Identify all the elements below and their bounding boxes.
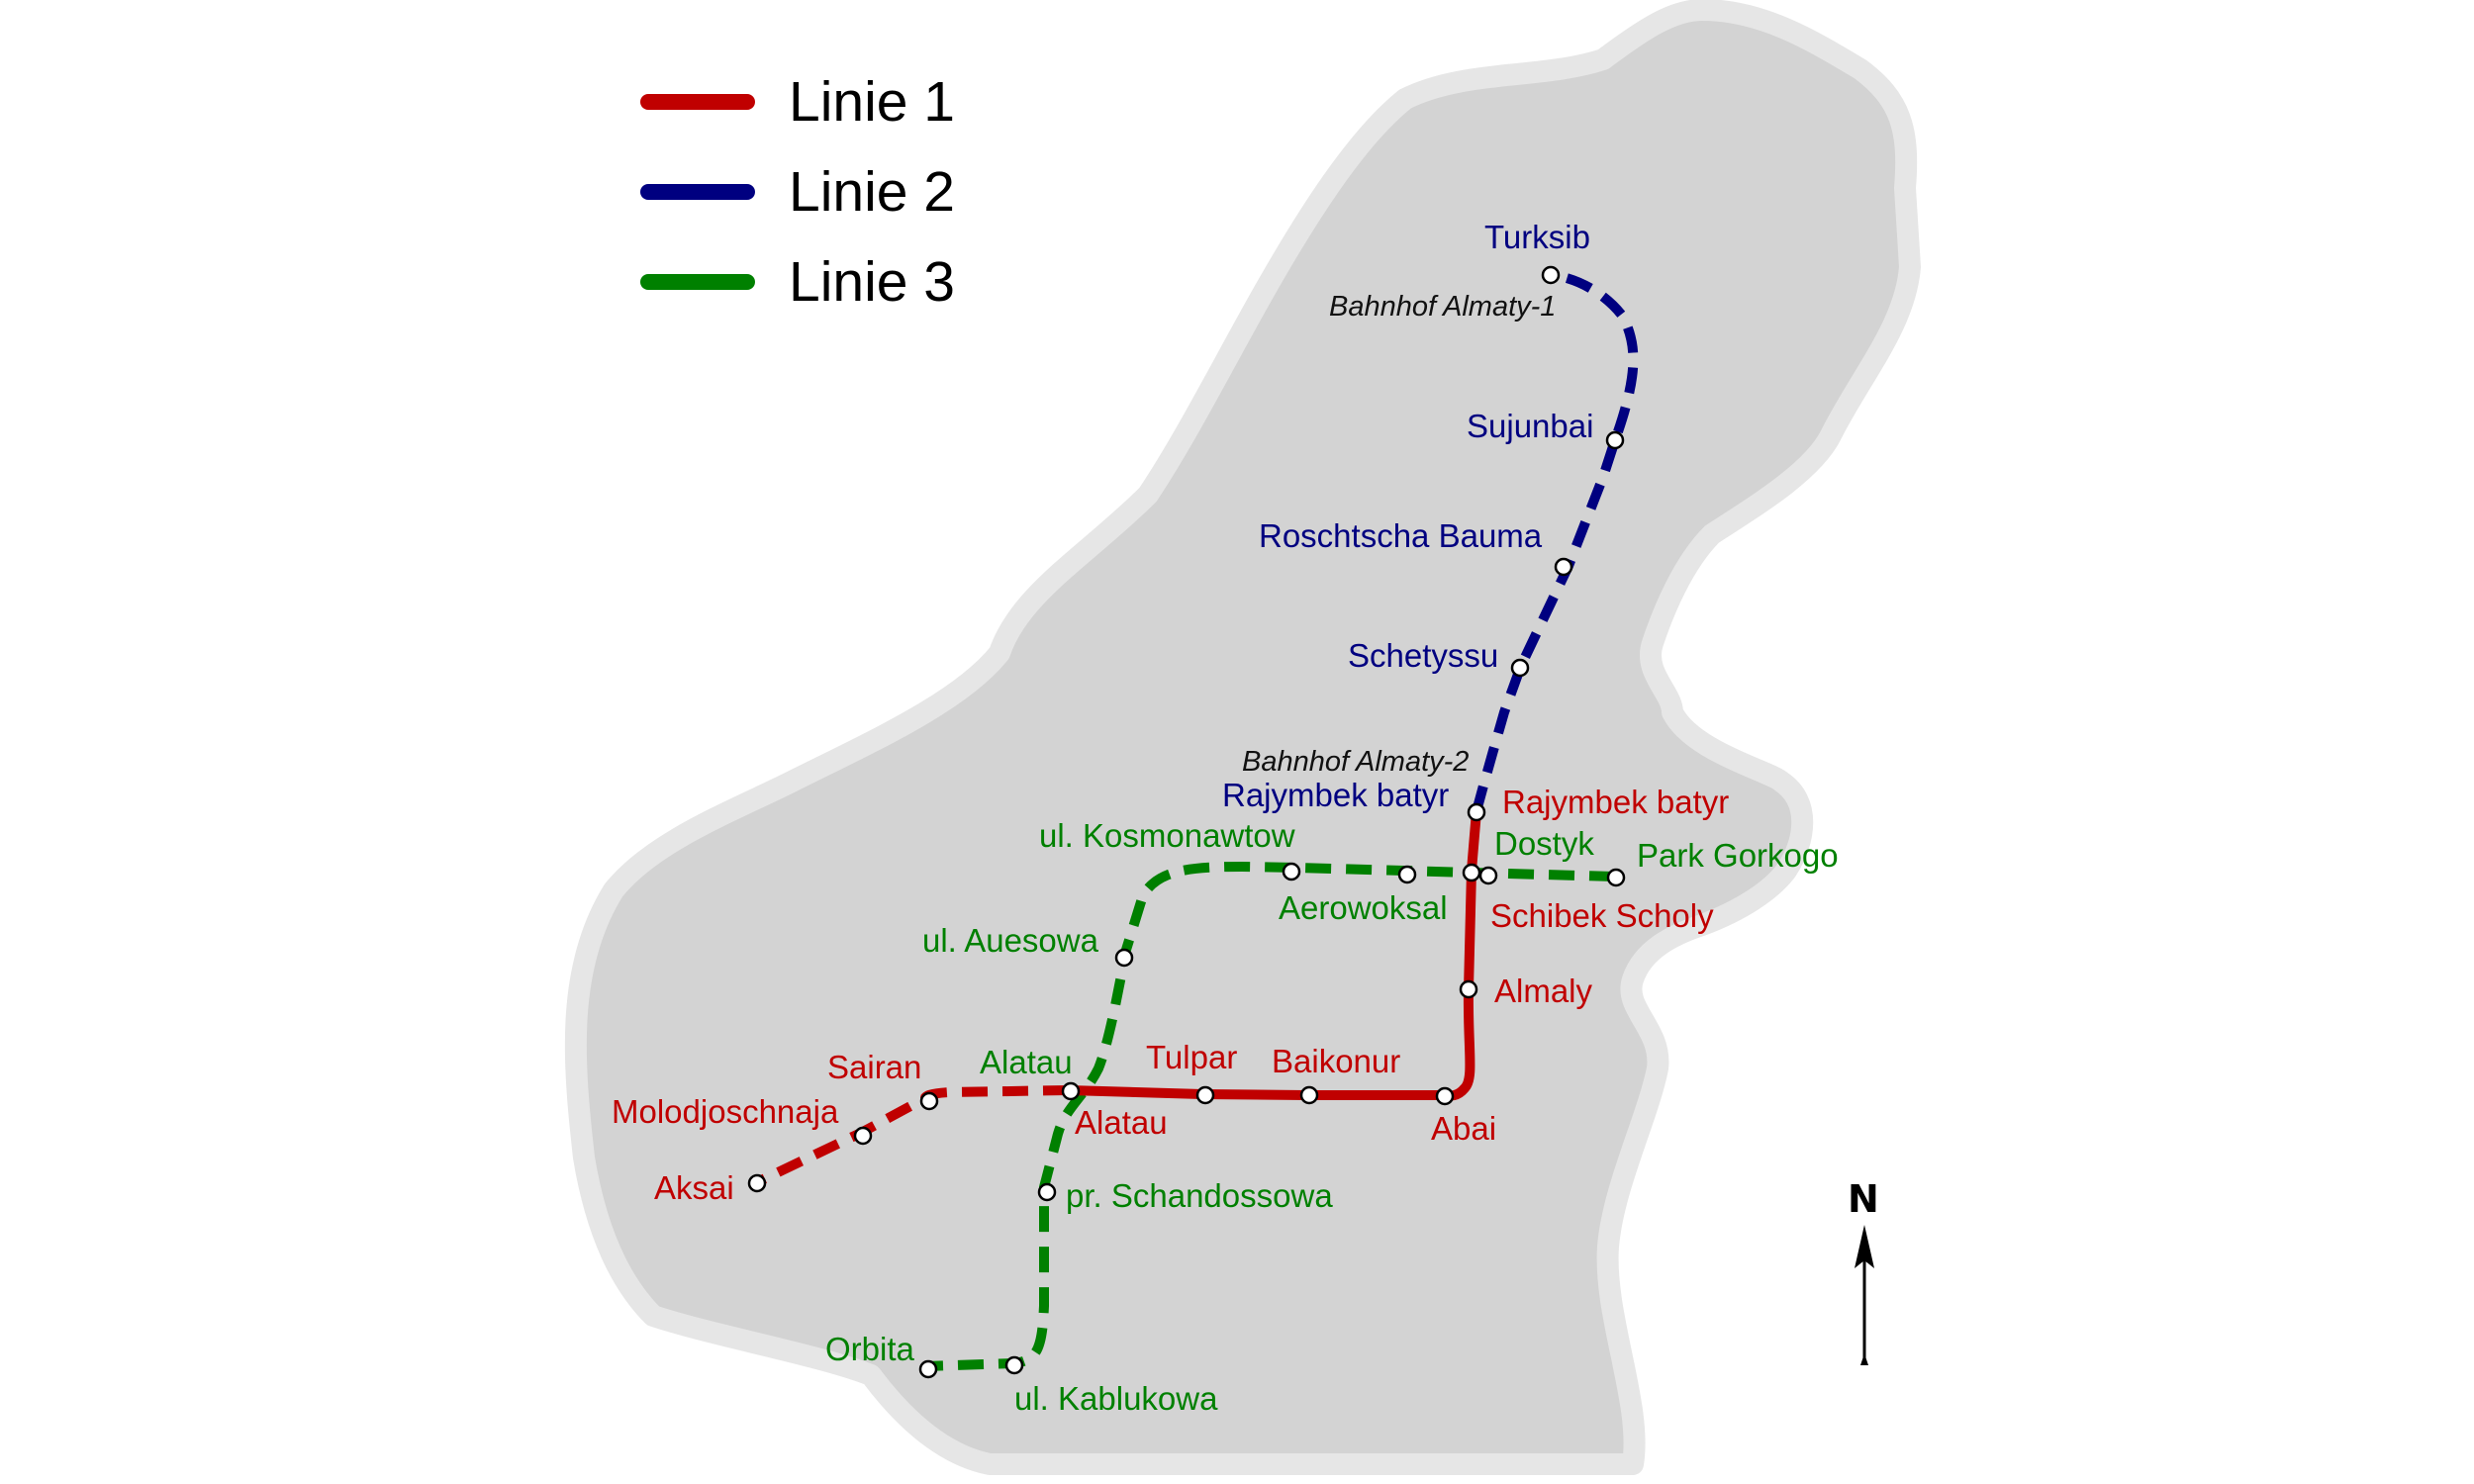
- north-label: N: [1848, 1177, 1879, 1221]
- label-rajymbek-batyr-red: Rajymbek batyr: [1502, 784, 1729, 820]
- line-2-route: [1472, 270, 1639, 813]
- station-ul-kosmonawtow[interactable]: [1282, 862, 1301, 881]
- label-ul-kosmonawtow: ul. Kosmonawtow: [1039, 817, 1295, 854]
- legend-label-linie-2: Linie 2: [789, 160, 955, 224]
- station-alatau[interactable]: [1061, 1081, 1081, 1101]
- legend-label-linie-1: Linie 1: [789, 70, 955, 134]
- station-turksib[interactable]: [1541, 265, 1561, 285]
- north-arrow-tail-icon: [1860, 1353, 1868, 1365]
- station-sairan[interactable]: [919, 1091, 939, 1111]
- label-turksib: Turksib: [1484, 219, 1590, 255]
- line-2-labels: Turksib Sujunbai Roschtscha Bauma Schety…: [1222, 219, 1593, 813]
- label-tulpar: Tulpar: [1146, 1039, 1237, 1075]
- label-dostyk: Dostyk: [1494, 825, 1594, 862]
- station-molodjoschnaja[interactable]: [853, 1126, 873, 1146]
- label-molodjoschnaja: Molodjoschnaja: [612, 1093, 839, 1130]
- label-baikonur: Baikonur: [1272, 1043, 1400, 1079]
- legend-label-linie-3: Linie 3: [789, 250, 955, 314]
- station-ul-auesowa[interactable]: [1114, 948, 1134, 968]
- line-3-labels: Dostyk Park Gorkogo Aerowoksal ul. Kosmo…: [825, 817, 1839, 1417]
- station-baikonur[interactable]: [1299, 1085, 1319, 1105]
- station-roschtscha-bauma[interactable]: [1554, 557, 1573, 577]
- north-arrow: N: [1848, 1177, 1879, 1365]
- station-aerowoksal[interactable]: [1397, 865, 1417, 884]
- line-2-path: [1472, 270, 1639, 813]
- label-schetyssu: Schetyssu: [1348, 637, 1498, 674]
- label-orbita: Orbita: [825, 1331, 915, 1367]
- label-ul-kablukowa: ul. Kablukowa: [1014, 1380, 1218, 1417]
- note-bahnhof-almaty-2: Bahnhof Almaty-2: [1242, 746, 1469, 778]
- label-abai: Abai: [1431, 1110, 1496, 1147]
- label-aksai: Aksai: [654, 1169, 734, 1206]
- label-schibek-scholy: Schibek Scholy: [1490, 897, 1714, 934]
- note-bahnhof-almaty-1: Bahnhof Almaty-1: [1329, 291, 1556, 323]
- north-arrow-head-icon: [1855, 1225, 1874, 1268]
- station-rajymbek-batyr[interactable]: [1467, 802, 1486, 822]
- city-area: [564, 0, 1921, 1475]
- station-ul-kablukowa[interactable]: [1004, 1355, 1024, 1375]
- station-pr-schandossowa[interactable]: [1037, 1182, 1057, 1202]
- line-1-labels: Rajymbek batyr Schibek Scholy Almaly Aba…: [612, 784, 1729, 1206]
- label-roschtscha-bauma: Roschtscha Bauma: [1259, 517, 1543, 554]
- label-sairan: Sairan: [827, 1049, 921, 1085]
- station-almaly[interactable]: [1459, 979, 1478, 999]
- stations: [747, 265, 1626, 1379]
- label-park-gorkogo: Park Gorkogo: [1637, 837, 1839, 874]
- legend: Linie 1 Linie 2 Linie 3: [640, 70, 955, 314]
- label-ul-auesowa: ul. Auesowa: [922, 922, 1099, 959]
- label-sujunbai: Sujunbai: [1467, 408, 1593, 444]
- label-alatau-green: Alatau: [980, 1044, 1073, 1080]
- station-schetyssu[interactable]: [1510, 658, 1530, 678]
- label-alatau-red: Alatau: [1075, 1104, 1168, 1141]
- station-schibek-scholy[interactable]: [1462, 863, 1481, 882]
- station-aksai[interactable]: [747, 1173, 767, 1193]
- station-orbita[interactable]: [918, 1359, 938, 1379]
- label-almaly: Almaly: [1494, 973, 1593, 1009]
- station-park-gorkogo[interactable]: [1606, 868, 1626, 887]
- station-dostyk[interactable]: [1478, 866, 1498, 885]
- station-abai[interactable]: [1435, 1086, 1455, 1106]
- label-rajymbek-batyr-blue: Rajymbek batyr: [1222, 777, 1449, 813]
- label-aerowoksal: Aerowoksal: [1279, 889, 1448, 926]
- label-pr-schandossowa: pr. Schandossowa: [1066, 1177, 1333, 1214]
- station-tulpar[interactable]: [1195, 1085, 1215, 1105]
- station-sujunbai[interactable]: [1605, 430, 1625, 450]
